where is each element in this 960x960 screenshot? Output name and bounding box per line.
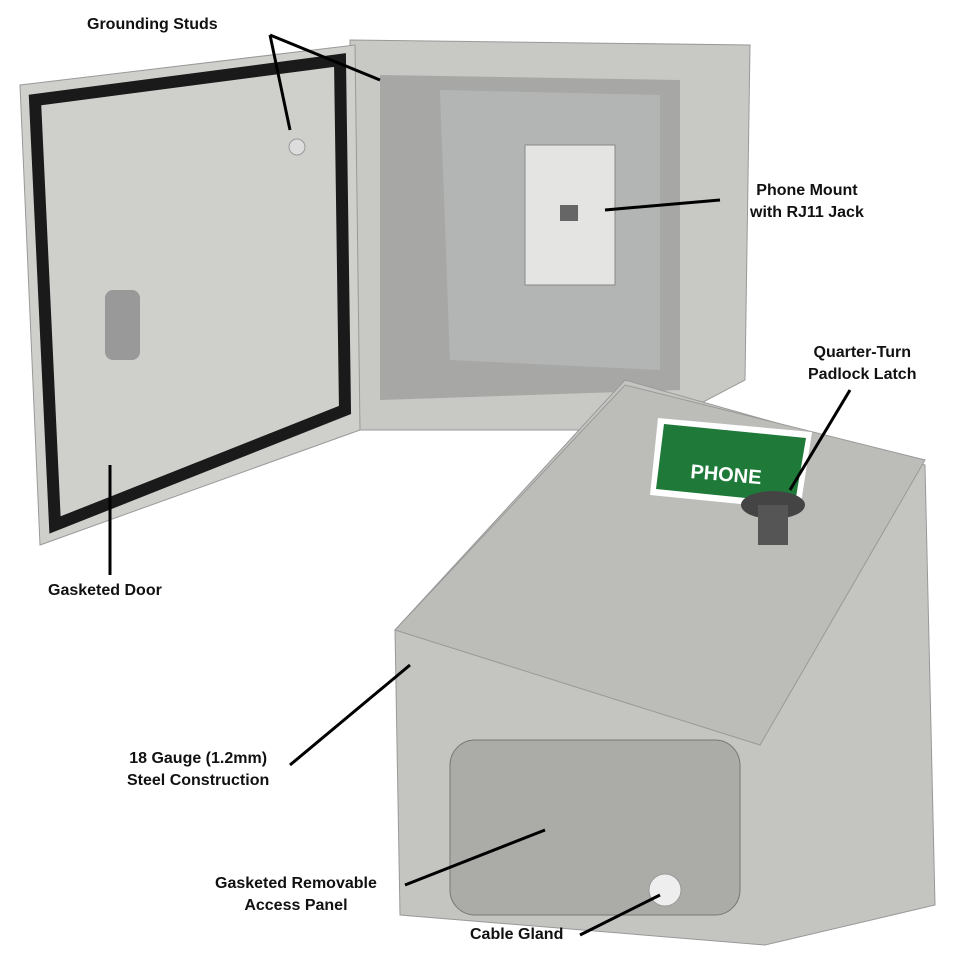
label-cable-gland: Cable Gland [470, 926, 564, 943]
phone-sign [656, 424, 806, 503]
door-latch [105, 290, 140, 360]
cable-gland [648, 873, 682, 907]
phone-mount [524, 144, 616, 286]
label-phone-mount: Phone Mount with RJ11 Jack [750, 182, 864, 221]
grounding-stud [288, 138, 306, 156]
label-padlock-latch: Quarter-Turn Padlock Latch [808, 344, 917, 383]
label-access-panel: Gasketed Removable Access Panel [215, 875, 377, 914]
door-gasket [28, 53, 352, 534]
access-panel [449, 739, 741, 916]
label-grounding-studs: Grounding Studs [87, 16, 218, 33]
label-gasketed-door: Gasketed Door [48, 582, 162, 599]
label-steel-construction: 18 Gauge (1.2mm) Steel Construction [127, 750, 270, 789]
